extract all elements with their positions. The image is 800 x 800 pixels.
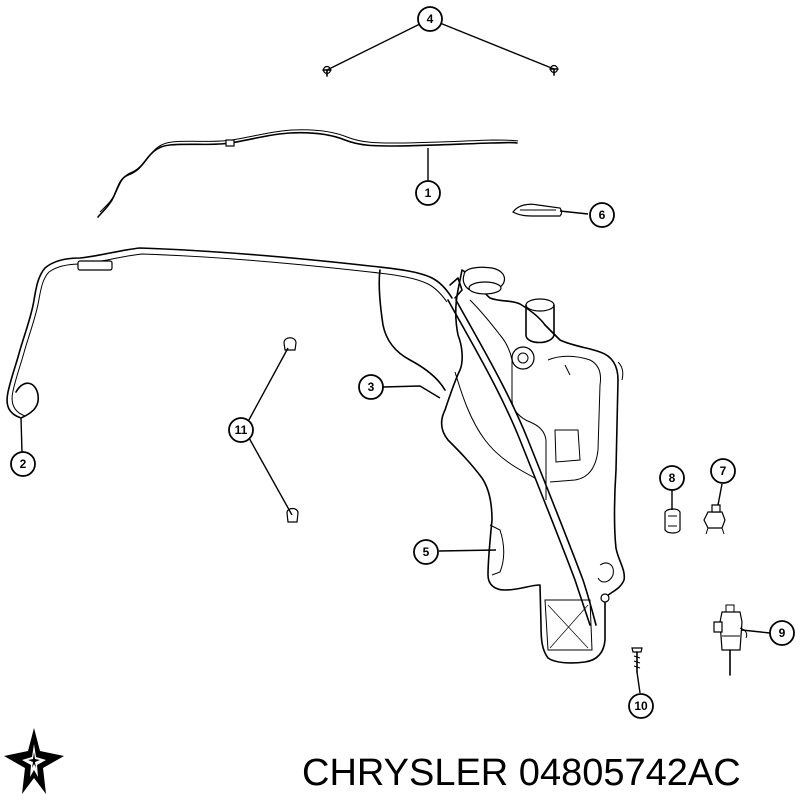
washer-reservoir: [440, 266, 626, 664]
callout-5: 5: [413, 539, 439, 565]
callout-1-label: 1: [425, 186, 432, 200]
callout-7-label: 7: [720, 464, 727, 478]
callout-10: 10: [628, 693, 654, 719]
callout-11: 11: [228, 417, 254, 443]
callout-8-label: 8: [669, 471, 676, 485]
clip-6: [512, 203, 563, 217]
callout-10-label: 10: [634, 699, 648, 713]
callout-11-label: 11: [235, 423, 248, 437]
hose-lower: [6, 247, 453, 419]
grommet-8: [664, 508, 681, 534]
callout-2: 2: [10, 451, 36, 477]
callout-9-label: 9: [779, 626, 786, 640]
hose-upper: [97, 129, 519, 218]
callout-1: 1: [415, 180, 441, 206]
grommets-11: [283, 337, 299, 523]
callout-4: 4: [417, 6, 443, 32]
screw-10: [631, 647, 643, 673]
callout-9: 9: [769, 620, 795, 646]
callout-3-label: 3: [368, 380, 375, 394]
callout-6-label: 6: [599, 208, 606, 222]
pump-9: [713, 604, 748, 676]
fasteners-4: [322, 64, 559, 77]
callout-2-label: 2: [20, 457, 27, 471]
callout-4-label: 4: [427, 12, 434, 26]
brand-part-number: CHRYSLER 04805742AC: [302, 752, 741, 794]
sensor-7: [703, 504, 726, 535]
callout-8: 8: [659, 465, 685, 491]
callout-6: 6: [589, 202, 615, 228]
callout-3: 3: [358, 374, 384, 400]
leader-lines: [20, 18, 771, 694]
callout-5-label: 5: [423, 545, 430, 559]
chrysler-star-icon: [0, 718, 68, 800]
callout-7: 7: [710, 458, 736, 484]
